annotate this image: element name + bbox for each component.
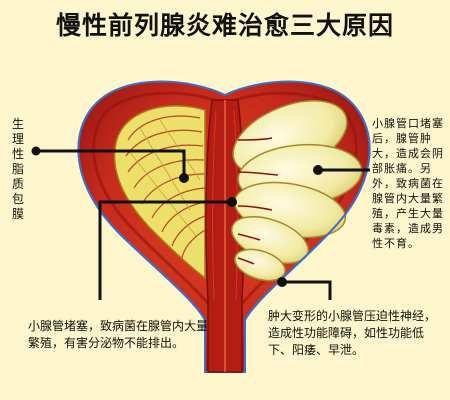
- pointer-bacteria: [98, 197, 237, 300]
- label-duct-blockage: 小腺管口堵塞后，腺管肿大，造成会阴部胀痛。另外，致病菌在腺管内大量繁殖，产生大量…: [372, 117, 444, 250]
- pointer-nerve: [277, 277, 332, 300]
- pointer-duct-blockage: [313, 165, 370, 175]
- pointer-capsule: [31, 146, 189, 183]
- label-nerve: 肿大变形的小腺管压迫性神经，造成性功能障碍，如性功能低下、阳痿、早泄。: [268, 309, 437, 357]
- label-bacteria: 小腺管堵塞，致病菌在腺管内大量繁殖，有害分泌物不能排出。: [28, 319, 209, 350]
- left-gland-tubules: [113, 105, 206, 280]
- right-gland-lobules: [231, 100, 363, 282]
- right-gland-ducts: [237, 137, 279, 265]
- page-title: 慢性前列腺炎难治愈三大原因: [55, 11, 394, 40]
- label-capsule: 生理性脂质包膜: [11, 117, 24, 221]
